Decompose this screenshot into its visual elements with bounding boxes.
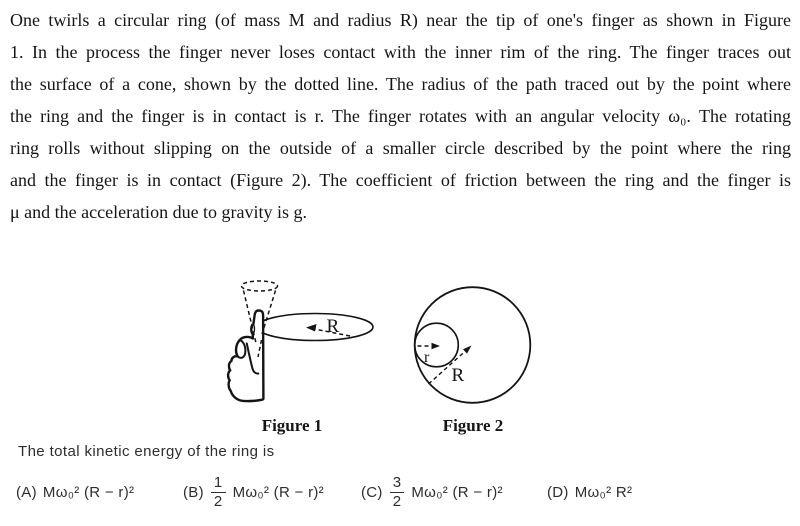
radius-arrowhead bbox=[306, 324, 317, 332]
option-c-label: (C) bbox=[361, 483, 383, 501]
option-c-fraction: 3 2 bbox=[389, 474, 405, 510]
option-a-formula: Mω₀² (R − r)² bbox=[42, 483, 135, 501]
option-d-label: (D) bbox=[547, 483, 569, 501]
fraction-denominator: 2 bbox=[392, 492, 402, 510]
option-b-formula: Mω₀² (R − r)² bbox=[232, 483, 324, 501]
problem-line: μ and the acceleration due to gravity is… bbox=[10, 202, 308, 222]
problem-line: the surface of a cone, shown by the dott… bbox=[10, 74, 791, 94]
problem-line: 1. In the process the finger never loses… bbox=[10, 42, 791, 62]
radius-label: R bbox=[327, 316, 340, 337]
problem-line: ring rolls without slipping on the outsi… bbox=[10, 138, 791, 158]
cone-left-dashed-line bbox=[242, 290, 258, 346]
fraction-numerator: 3 bbox=[389, 474, 405, 493]
problem-line: and the finger is in contact (Figure 2).… bbox=[10, 170, 791, 190]
option-d-formula: Mω₀² R² bbox=[574, 483, 633, 501]
thumb-detail bbox=[236, 339, 247, 359]
option-d: (D) Mω₀² R² bbox=[547, 471, 632, 513]
problem-statement: One twirls a circular ring (of mass M an… bbox=[10, 4, 791, 228]
finger-detail bbox=[245, 342, 260, 375]
figure1-caption: Figure 1 bbox=[261, 416, 323, 435]
cone-right-dashed-line bbox=[261, 290, 277, 335]
option-c-formula: Mω₀² (R − r)² bbox=[411, 483, 503, 501]
option-a-label: (A) bbox=[16, 483, 37, 501]
option-a: (A) Mω₀² (R − r)² bbox=[16, 471, 134, 513]
small-radius-arrowhead bbox=[431, 342, 440, 350]
option-c: (C) 3 2 Mω₀² (R − r)² bbox=[361, 471, 503, 513]
problem-line: One twirls a circular ring (of mass M an… bbox=[10, 10, 791, 30]
fraction-numerator: 1 bbox=[210, 474, 226, 493]
option-b-label: (B) bbox=[183, 483, 204, 501]
small-radius-label: r bbox=[424, 349, 430, 366]
option-b-fraction: 1 2 bbox=[210, 474, 226, 510]
large-radius-label: R bbox=[452, 365, 465, 386]
question-text: The total kinetic energy of the ring is bbox=[18, 443, 275, 460]
large-radius-arrow-dashes bbox=[428, 349, 467, 385]
cone-apex-dashed-line bbox=[257, 339, 263, 358]
fraction-denominator: 2 bbox=[213, 492, 223, 510]
figure2-drawing: r R bbox=[413, 286, 532, 404]
cone-top-dashed-ellipse bbox=[240, 280, 279, 292]
figure1-drawing: R bbox=[226, 280, 374, 403]
figure2-caption: Figure 2 bbox=[442, 416, 504, 435]
problem-line: the ring and the finger is in contact is… bbox=[10, 106, 791, 126]
small-circle bbox=[413, 322, 460, 368]
large-radius-arrowhead bbox=[463, 345, 472, 354]
option-b: (B) 1 2 Mω₀² (R − r)² bbox=[183, 471, 324, 513]
hand-icon bbox=[226, 309, 265, 403]
